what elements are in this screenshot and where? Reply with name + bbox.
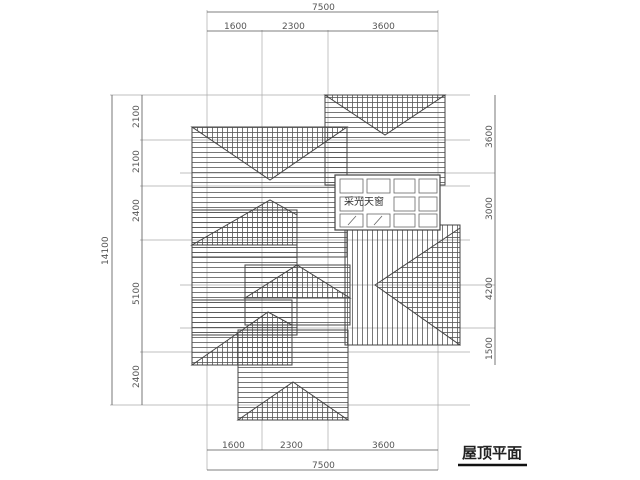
left-dim-2: 2100: [132, 150, 142, 173]
bottom-dimensions: [207, 449, 438, 471]
left-dim-1: 2100: [132, 105, 142, 128]
bottom-dim-3: 3600: [372, 441, 395, 451]
bottom-dim-1: 1600: [222, 441, 245, 451]
right-dim-2: 3000: [485, 197, 495, 220]
left-dimensions: [111, 95, 143, 405]
top-dimensions: [207, 11, 438, 32]
skylight: 采光天窗: [334, 174, 441, 231]
left-dim-3: 2400: [132, 199, 142, 222]
skylight-label: 采光天窗: [344, 195, 384, 208]
right-dim-1: 3600: [485, 125, 495, 148]
left-dim-4: 5100: [132, 282, 142, 305]
top-dim-3: 3600: [372, 22, 395, 32]
top-dim-1: 1600: [224, 22, 247, 32]
roof-planes: [190, 94, 461, 421]
bottom-dim-2: 2300: [280, 441, 303, 451]
bottom-total-dim: 7500: [312, 461, 335, 471]
left-total-dim: 14100: [101, 236, 111, 265]
top-dim-2: 2300: [282, 22, 305, 32]
drawing-title: 屋顶平面: [462, 444, 522, 462]
top-total-dim: 7500: [312, 3, 335, 13]
right-dim-3: 4200: [485, 277, 495, 300]
left-dim-5: 2400: [132, 365, 142, 388]
right-dim-4: 1500: [485, 337, 495, 360]
